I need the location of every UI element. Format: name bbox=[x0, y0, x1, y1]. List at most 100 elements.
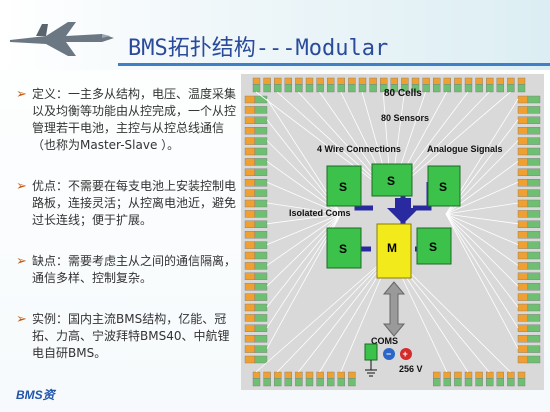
battery-cell bbox=[284, 371, 292, 387]
battery-cell bbox=[244, 168, 268, 177]
battery-cell bbox=[244, 158, 268, 166]
battery-cell bbox=[443, 77, 452, 93]
battery-cell bbox=[485, 77, 494, 93]
sensor-wire bbox=[445, 213, 519, 308]
sensor-wire bbox=[445, 202, 519, 215]
battery-cell bbox=[422, 77, 430, 93]
bullet-list: ➢ 定义：一主多从结构，电压、温度采集以及均衡等功能由从控完成，一个从控管理若干… bbox=[16, 86, 236, 386]
battery-cell bbox=[401, 77, 409, 93]
slave-module bbox=[416, 227, 452, 265]
battery-cell bbox=[517, 178, 541, 187]
slave-label: S bbox=[387, 174, 395, 188]
disadvantages-text: 缺点：需要考虑主从之间的通信隔离，通信多样、控制复杂。 bbox=[32, 254, 237, 285]
sensor-wire bbox=[445, 213, 519, 225]
battery-cell bbox=[284, 77, 292, 93]
bms-logo: BMS资 bbox=[16, 388, 55, 402]
battery-cell bbox=[379, 77, 388, 93]
slave-module bbox=[326, 227, 362, 269]
battery-cell bbox=[517, 189, 541, 197]
battery-cell bbox=[244, 199, 268, 208]
negative-sign: − bbox=[386, 349, 391, 359]
battery-cell bbox=[496, 371, 505, 387]
battery-cell bbox=[517, 116, 541, 124]
battery-cell bbox=[348, 371, 356, 387]
slave-label: S bbox=[429, 240, 437, 254]
battery-cell bbox=[244, 293, 268, 301]
battery-cell bbox=[517, 158, 541, 166]
list-item: ➢ 实例：国内主流BMS结构，亿能、冠拓、力高、宁波拜特BMS40、中航锂电自研… bbox=[16, 311, 236, 362]
battery-cell bbox=[517, 272, 541, 281]
bullet-icon: ➢ bbox=[16, 312, 27, 327]
sensor-wire bbox=[266, 213, 342, 245]
battery-cell bbox=[244, 282, 268, 291]
battery-cell bbox=[464, 371, 473, 387]
battery-cell bbox=[244, 189, 268, 197]
modular-bms-diagram: 80 Cells 80 Sensors 4 Wire Connections A… bbox=[241, 74, 544, 390]
battery-cell bbox=[244, 355, 268, 364]
positive-terminal-icon bbox=[400, 348, 412, 360]
slave-label: S bbox=[439, 180, 447, 194]
battery-cell bbox=[507, 371, 515, 387]
battery-cell bbox=[348, 77, 356, 93]
battery-cell bbox=[485, 371, 494, 387]
battery-cell bbox=[517, 324, 541, 333]
battery-cell bbox=[244, 335, 268, 343]
battery-cell bbox=[244, 230, 268, 239]
title-underline bbox=[118, 63, 550, 66]
slave-module bbox=[371, 163, 413, 197]
battery-cell bbox=[390, 77, 399, 93]
sensor-wire bbox=[445, 213, 519, 329]
battery-cell bbox=[244, 127, 268, 135]
bullet-icon: ➢ bbox=[16, 87, 27, 102]
battery-cell bbox=[263, 371, 271, 387]
battery-cell bbox=[244, 251, 268, 260]
battery-cell bbox=[517, 77, 526, 93]
battery-cell bbox=[475, 371, 483, 387]
slave-label: S bbox=[339, 242, 347, 256]
battery-cell bbox=[244, 210, 268, 218]
battery-cell bbox=[244, 324, 268, 333]
battery-cell bbox=[517, 371, 526, 387]
sensor-wire bbox=[255, 91, 392, 195]
battery-cell bbox=[305, 371, 314, 387]
battery-cell bbox=[358, 77, 367, 93]
sensor-wire bbox=[445, 213, 519, 287]
master-label: M bbox=[387, 241, 397, 255]
battery-cell bbox=[252, 371, 261, 387]
battery-cell bbox=[517, 293, 541, 301]
battery-cell bbox=[517, 262, 541, 270]
battery-cell bbox=[517, 199, 541, 208]
ground-icon bbox=[365, 360, 377, 377]
examples-text: 实例：国内主流BMS结构，亿能、冠拓、力高、宁波拜特BMS40、中航锂电自研BM… bbox=[32, 312, 230, 360]
sensor-wire bbox=[445, 213, 519, 245]
battery-cell bbox=[517, 230, 541, 239]
battery-cell bbox=[517, 127, 541, 135]
connector-terminal bbox=[364, 343, 378, 361]
isolated-coms-label: Isolated Coms bbox=[289, 208, 351, 218]
battery-cell bbox=[464, 77, 473, 93]
battery-cell bbox=[517, 355, 541, 364]
battery-cell bbox=[517, 147, 541, 156]
battery-cell bbox=[517, 251, 541, 260]
battery-cell bbox=[517, 314, 541, 322]
sensor-wire bbox=[266, 213, 342, 266]
battery-cell bbox=[244, 303, 268, 312]
battery-cell bbox=[517, 95, 541, 104]
battery-cell bbox=[295, 77, 303, 93]
battery-cells bbox=[244, 77, 541, 387]
battery-cell bbox=[517, 282, 541, 291]
battery-cell bbox=[326, 77, 335, 93]
advantages-text: 优点：不需要在每支电池上安装控制电路板，连接灵活；从控离电池近，避免过长连线；便… bbox=[32, 179, 237, 227]
sensor-wire bbox=[445, 213, 519, 349]
battery-cell bbox=[411, 77, 420, 93]
battery-cell bbox=[295, 371, 303, 387]
cells-label: 80 Cells bbox=[384, 88, 422, 99]
battery-cell bbox=[305, 77, 314, 93]
battery-cell bbox=[454, 371, 462, 387]
coms-label: COMS bbox=[371, 336, 398, 346]
battery-cell bbox=[326, 371, 335, 387]
list-item: ➢ 缺点：需要考虑主从之间的通信隔离，通信多样、控制复杂。 bbox=[16, 253, 236, 287]
list-item: ➢ 定义：一主多从结构，电压、温度采集以及均衡等功能由从控完成，一个从控管理若干… bbox=[16, 86, 236, 154]
bullet-icon: ➢ bbox=[16, 179, 27, 194]
